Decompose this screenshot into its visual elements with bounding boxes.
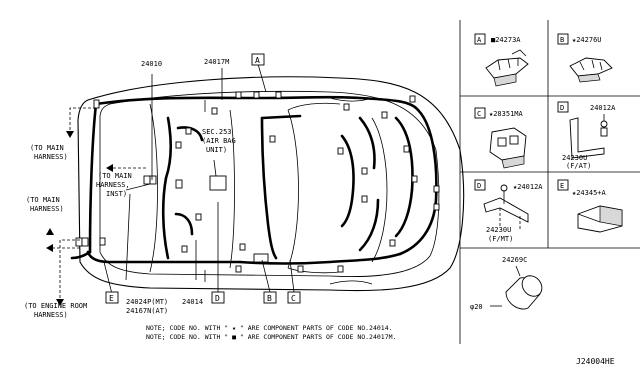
callout-boxes: A E D B C xyxy=(105,53,301,304)
to-main-harness-3-line2: HARNESS) xyxy=(30,205,64,213)
panel-c-part: ★28351MA xyxy=(489,110,524,118)
panel-c: C ★28351MA xyxy=(474,107,527,169)
note-line-1: NOTE; CODE NO. WITH " ★ " ARE COMPONENT … xyxy=(146,324,393,332)
connectors xyxy=(75,91,440,273)
panel-a: A ■24273A xyxy=(474,33,529,87)
panel-d-at-variant: (F/AT) xyxy=(566,162,591,170)
direction-arrows xyxy=(46,131,113,306)
bracket-24230u-mt-drawing xyxy=(483,184,529,230)
to-main-harness-2-line3: INST) xyxy=(106,190,127,198)
main-labels: 24010 24017M SEC.253 (AIR BAG UNIT) (TO … xyxy=(24,58,236,319)
panel-b: B ★24276U xyxy=(557,33,613,83)
panel-grommet: 24269C φ20 xyxy=(470,256,543,311)
panel-a-part: ■24273A xyxy=(491,36,521,44)
part-24014-label: 24014 xyxy=(182,298,203,306)
detail-panel-grid xyxy=(459,20,640,344)
panel-e: E ★24345+A xyxy=(557,179,623,233)
callout-e: E xyxy=(109,294,114,303)
panel-d-mt-bracket-part: 24230U xyxy=(486,226,511,234)
relay-28351ma-drawing xyxy=(489,127,527,169)
panel-d-mt-variant: (F/MT) xyxy=(488,235,513,243)
note-line-2: NOTE; CODE NO. WITH " ■ " ARE COMPONENT … xyxy=(146,333,396,341)
panel-e-part: ★24345+A xyxy=(572,189,607,197)
panel-d-at-letter: D xyxy=(560,104,564,112)
clip-24276u-drawing xyxy=(569,57,613,83)
part-24017m-label: 24017M xyxy=(204,58,229,66)
to-main-harness-1-line1: (TO MAIN xyxy=(30,144,64,152)
to-engine-room-harness-line1: (TO ENGINE ROOM xyxy=(24,302,87,310)
panel-d-at: D 24012A 24230U (F/AT) xyxy=(557,101,616,170)
sec-label-line3: UNIT) xyxy=(206,146,227,154)
callout-a: A xyxy=(255,56,260,65)
sec-label-line1: SEC.253 xyxy=(202,128,232,136)
to-main-harness-2-line1: (TO MAIN xyxy=(98,172,132,180)
callout-b: B xyxy=(267,294,272,303)
to-main-harness-2-line2: HARNESS, xyxy=(96,181,130,189)
diagram-code: J24004HE xyxy=(576,357,615,366)
bracket-24230u-at-drawing xyxy=(569,114,608,159)
grommet-dimension: φ20 xyxy=(470,303,483,311)
part-24167n-label: 24167N(AT) xyxy=(126,307,168,315)
panel-d-mt-bolt-part: ★24012A xyxy=(513,183,543,191)
panel-b-letter: B xyxy=(560,36,564,44)
panel-a-letter: A xyxy=(477,36,482,44)
panel-d-at-bolt-part: 24012A xyxy=(590,104,616,112)
harness-routing xyxy=(70,95,438,265)
protector-24345a-drawing xyxy=(577,205,623,233)
panel-d-mt: D ★24012A 24230U (F/MT) xyxy=(474,179,543,243)
callout-d: D xyxy=(215,294,220,303)
grommet-part: 24269C xyxy=(502,256,527,264)
panel-d-at-bracket-part: 24230U xyxy=(562,154,587,162)
panel-b-part: ★24276U xyxy=(572,36,602,44)
to-engine-room-harness-line2: HARNESS) xyxy=(34,311,68,319)
vehicle-body-outline xyxy=(77,76,465,292)
part-24024p-label: 24024P(MT) xyxy=(126,298,168,306)
sec-label-line2: (AIR BAG xyxy=(202,137,236,145)
panel-e-letter: E xyxy=(560,182,564,190)
clip-24273a-drawing xyxy=(485,49,529,87)
notes: NOTE; CODE NO. WITH " ★ " ARE COMPONENT … xyxy=(146,324,396,341)
to-main-harness-1-line2: HARNESS) xyxy=(34,153,68,161)
to-main-harness-3-line1: (TO MAIN xyxy=(26,196,60,204)
callout-c: C xyxy=(291,294,296,303)
panel-d-mt-letter: D xyxy=(477,182,481,190)
grommet-24269c-drawing xyxy=(490,265,543,310)
leader-lines xyxy=(50,63,295,300)
part-24010-label: 24010 xyxy=(141,60,162,68)
panel-c-letter: C xyxy=(477,110,481,118)
